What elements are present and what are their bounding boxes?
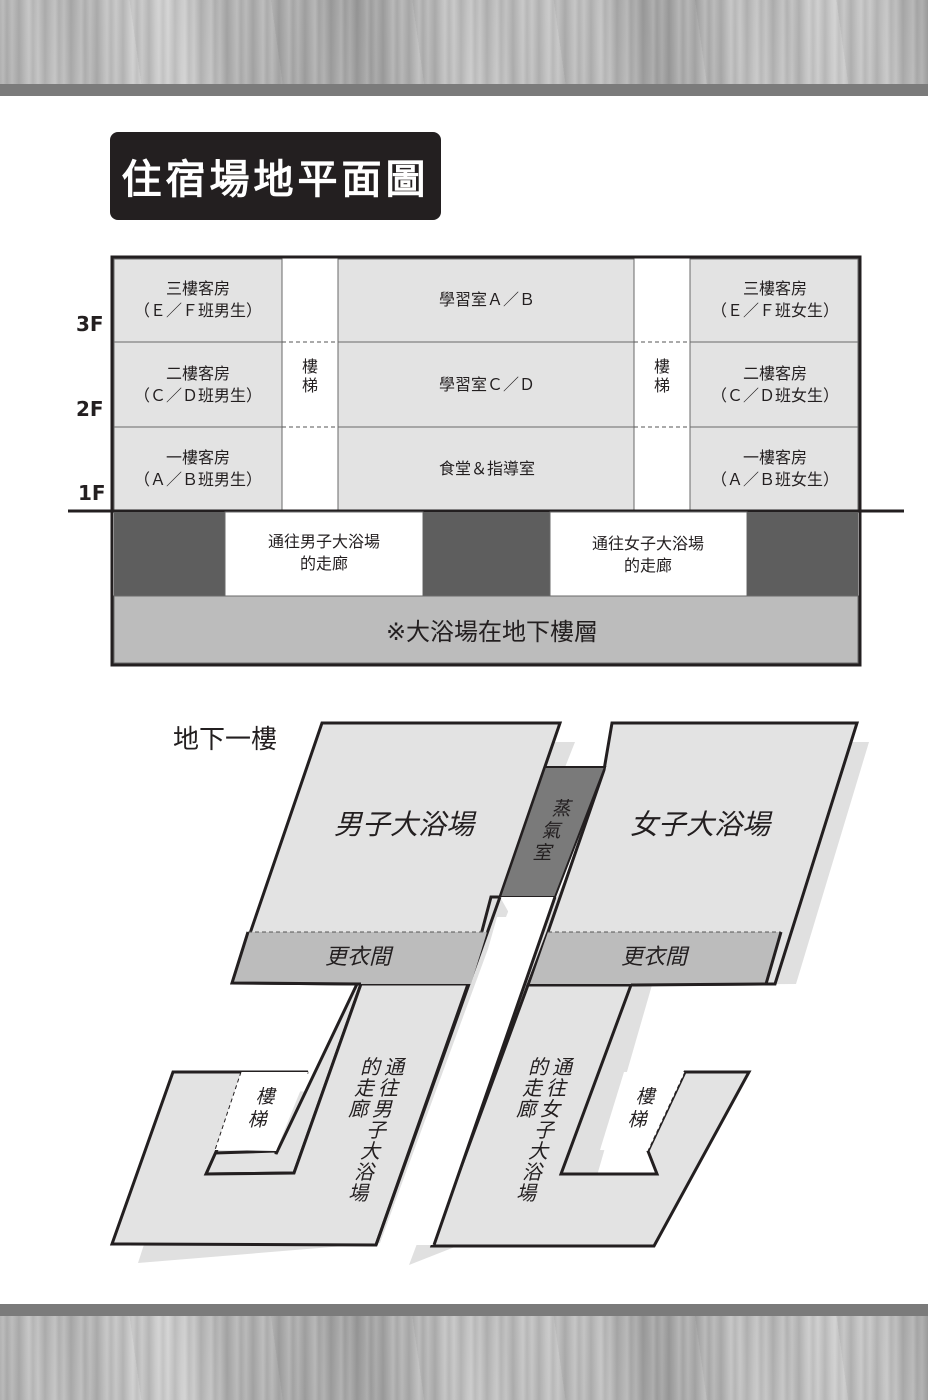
room-3f-male-name: 三樓客房: [166, 279, 230, 298]
corridor-female-line1: 通往女子大浴場: [592, 534, 704, 553]
room-1f-female-name: 一樓客房: [743, 448, 807, 467]
dining-hall: [337, 426, 635, 512]
steam-room-char-1: 蒸: [551, 798, 573, 820]
female-corridor-c2-1: 走: [522, 1076, 544, 1100]
room-2f-female-class: （Ｃ／Ｄ班女生）: [711, 386, 839, 405]
female-corridor-c2-2: 廊: [516, 1097, 539, 1121]
female-corridor-c1-0: 通: [552, 1055, 575, 1079]
basement-block-3: [747, 512, 858, 596]
male-bath-label: 男子大浴場: [334, 808, 477, 841]
floor-plan-diagram: 3F 2F 1F 三樓客房 （Ｅ／Ｆ班男生） 二樓客房 （Ｃ／Ｄ班男生） 一樓客…: [68, 255, 904, 667]
room-1f-male-name: 一樓客房: [166, 448, 230, 467]
basement-note-bar: [113, 595, 859, 664]
basement-male-stairs-char-2: 梯: [247, 1109, 268, 1131]
female-changing-label: 更衣間: [621, 945, 690, 970]
steam-room-char-2: 氣: [541, 820, 563, 842]
room-3f-female-name: 三樓客房: [743, 279, 807, 298]
female-stairs-divider: [647, 1071, 686, 1152]
male-changing-room: [232, 932, 487, 984]
room-3f-male: [113, 258, 283, 343]
floor-label-1f: 1F: [78, 481, 106, 505]
basement-block-1: [114, 512, 225, 596]
wood-footer-texture: [0, 1316, 928, 1400]
male-corridor-label: 通 往 男 子 大 浴 場 的 走 廊: [348, 1055, 407, 1205]
male-corridor-c1-4: 大: [360, 1139, 382, 1163]
wood-header-texture: [0, 0, 928, 84]
corridor-female-bath: [549, 511, 748, 597]
steam-room-char-3: 室: [532, 842, 554, 864]
female-corridor-c1-6: 場: [516, 1181, 538, 1205]
female-corridor-c1-5: 浴: [522, 1160, 544, 1184]
male-corridor-c1-2: 男: [372, 1097, 393, 1121]
female-corridor-c2-0: 的: [528, 1055, 550, 1079]
room-1f-female: [689, 426, 859, 512]
footer-band: [0, 1304, 928, 1316]
center-gap-edge-right: [432, 896, 557, 1246]
male-changing-label: 更衣間: [325, 945, 394, 970]
female-corridor-c1-3: 子: [534, 1118, 556, 1142]
male-corridor-c1-1: 往: [378, 1076, 400, 1100]
title-banner: 住宿場地平面圖: [110, 132, 441, 220]
stairs-right-char-1: 樓: [654, 357, 670, 376]
male-stairs-area: [215, 1072, 308, 1151]
stairwell-floor-dividers: [282, 341, 690, 428]
female-changing-outline: [630, 931, 783, 987]
female-stairs-area: [600, 1072, 685, 1151]
female-bath-label: 女子大浴場: [630, 808, 773, 841]
basement-female-stairs-char-1: 樓: [635, 1086, 657, 1108]
dining-hall-label: 食堂＆指導室: [439, 459, 535, 478]
stairs-right-char-2: 梯: [654, 376, 670, 395]
stairs-left-char-2: 梯: [302, 376, 318, 395]
study-room-cd: [337, 341, 635, 428]
basement-level-label: 地下一樓: [173, 725, 277, 755]
corridor-male-bath: [224, 511, 424, 597]
basement-block-2: [423, 512, 550, 596]
room-2f-female-name: 二樓客房: [743, 364, 807, 383]
page-title: 住宿場地平面圖: [121, 156, 430, 203]
room-2f-male-class: （Ｃ／Ｄ班男生）: [134, 386, 262, 405]
male-corridor-c1-0: 通: [384, 1055, 407, 1079]
stairs-left-char-1: 樓: [302, 357, 318, 376]
male-corridor-c1-6: 場: [348, 1181, 370, 1205]
male-corridor-c1-5: 浴: [354, 1160, 376, 1184]
header-band: [0, 84, 928, 96]
female-corridor-c1-4: 大: [528, 1139, 550, 1163]
male-corridor-c2-2: 廊: [348, 1097, 371, 1121]
room-2f-male-name: 二樓客房: [166, 364, 230, 383]
floor-label-3f: 3F: [76, 312, 104, 336]
female-corridor-c1-1: 往: [546, 1076, 568, 1100]
room-2f-male: [113, 341, 283, 428]
female-corridor-c1-2: 女: [540, 1097, 562, 1121]
male-corridor-c1-3: 子: [366, 1118, 388, 1142]
corridor-male-line1: 通往男子大浴場: [268, 532, 380, 551]
basement-plan-diagram: 地下一樓 男子大浴場 女子大浴場 更衣間 更衣間 蒸 氣 室 樓 梯 樓 梯 通…: [109, 721, 869, 1265]
female-changing-room: [530, 932, 781, 984]
study-room-ab: [337, 258, 635, 343]
room-3f-female: [689, 258, 859, 343]
corridor-male-line2: 的走廊: [300, 554, 348, 573]
basement-male-stairs-char-1: 樓: [255, 1086, 277, 1108]
room-1f-male-class: （Ａ／Ｂ班男生）: [134, 470, 262, 489]
study-room-ab-label: 學習室Ａ／Ｂ: [439, 290, 535, 309]
corridor-female-line2: 的走廊: [624, 556, 672, 575]
center-gap: [410, 897, 555, 1245]
male-changing-outline: [229, 931, 362, 986]
study-room-cd-label: 學習室Ｃ／Ｄ: [439, 375, 535, 394]
male-corridor-c2-0: 的: [360, 1055, 382, 1079]
male-corridor-c2-1: 走: [354, 1076, 376, 1100]
floor-label-2f: 2F: [76, 397, 104, 421]
room-3f-male-class: （Ｅ／Ｆ班男生）: [134, 301, 262, 320]
basement-female-stairs-char-2: 梯: [627, 1109, 648, 1131]
room-1f-male: [113, 426, 283, 512]
room-3f-female-class: （Ｅ／Ｆ班女生）: [711, 301, 839, 320]
room-1f-female-class: （Ａ／Ｂ班女生）: [711, 470, 839, 489]
basement-note: ※大浴場在地下樓層: [386, 618, 598, 646]
room-2f-female: [689, 341, 859, 428]
female-corridor-label: 通 往 女 子 大 浴 場 的 走 廊: [516, 1055, 575, 1205]
